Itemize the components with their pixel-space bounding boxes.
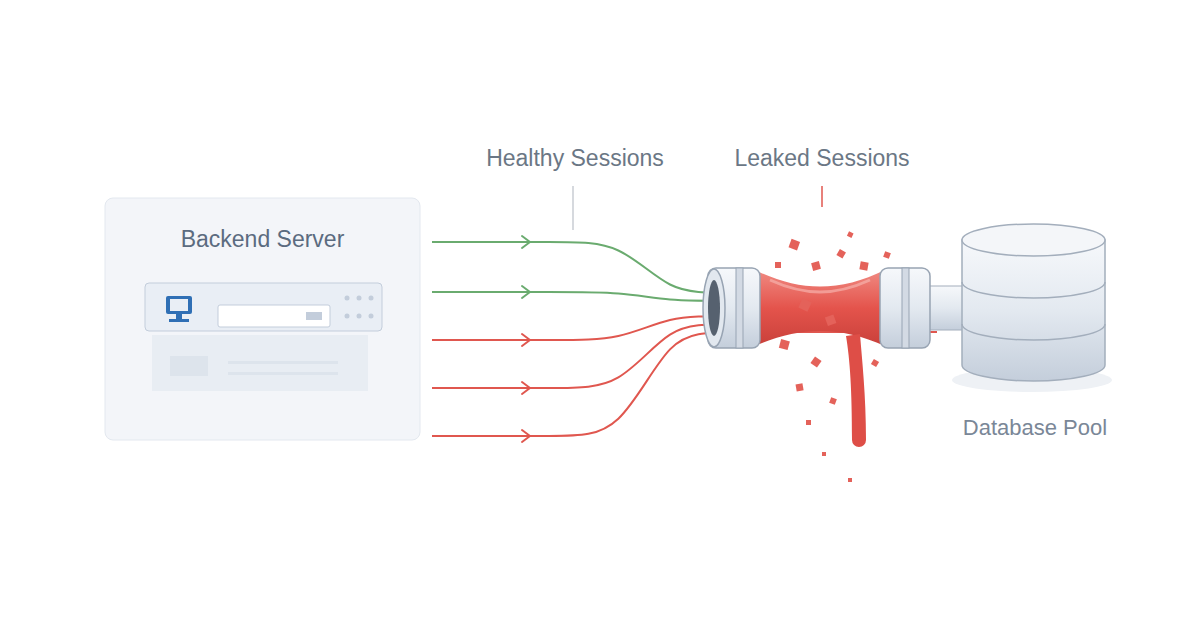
section-label: Healthy Sessions <box>486 145 664 172</box>
server-icon <box>145 283 382 391</box>
pipe-coupling <box>703 268 930 348</box>
arrow-head <box>522 334 530 346</box>
node-title: Database Pool <box>937 415 1133 441</box>
arrow-head <box>522 430 530 442</box>
leader-line <box>572 186 574 230</box>
arrow-head <box>522 382 530 394</box>
database-node: Database Pool <box>937 215 1133 447</box>
pipe-leak <box>755 231 891 482</box>
server-panel-node: Backend Server <box>97 198 428 440</box>
arrow-head <box>522 236 530 248</box>
section-label: Leaked Sessions <box>734 145 909 172</box>
node-title: Backend Server <box>97 226 428 253</box>
arrow-head <box>522 286 530 298</box>
leader-line <box>821 186 823 207</box>
database-cylinder <box>962 224 1105 381</box>
session-connector <box>432 236 937 293</box>
